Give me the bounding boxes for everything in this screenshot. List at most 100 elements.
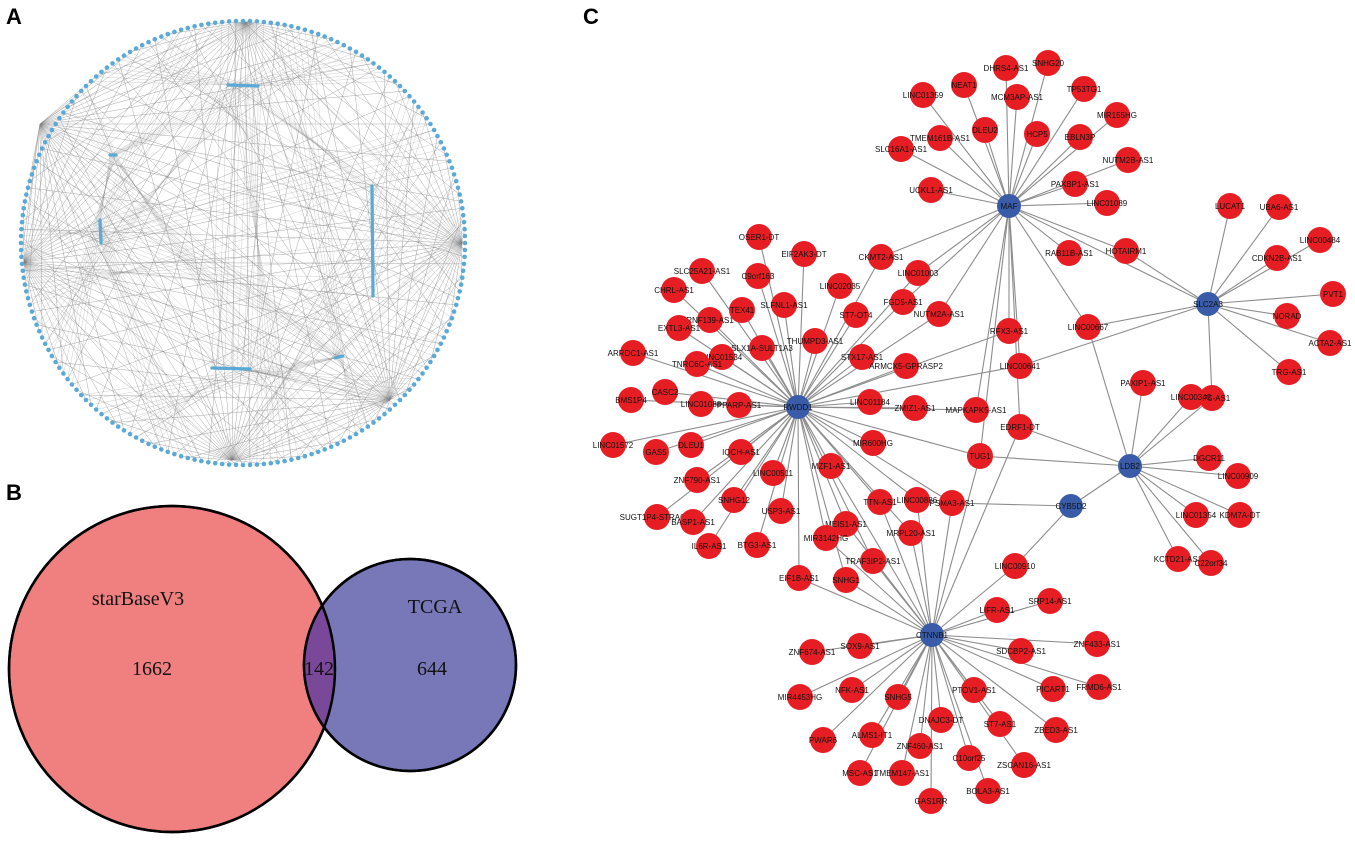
panel-a-ring-node [453,302,459,308]
lncrna-node-circle [1183,502,1209,528]
panel-a-edge-109 [215,277,373,464]
panel-a-edge-394 [231,221,465,461]
edge-snhg1-rwdd1 [797,406,847,581]
panel-a-ring-node [328,37,334,42]
panel-a-ring-node [462,240,468,246]
panel-a-edge-293 [100,22,216,244]
panel-a-ring-node [192,457,197,463]
panel-a-ring-node [152,444,158,450]
panel-a-edge-308 [270,22,391,401]
lncrna-node-mzf1-as1: MZF1-AS1 [812,453,851,479]
panel-a-edge-148 [39,123,92,405]
edge-usp3-as1-rwdd1 [780,406,799,512]
lncrna-node-tnrc6c-as1: TNRC6C-AS1 [672,351,723,377]
panel-a-edge-117 [100,227,188,459]
panel-a-edge-96 [256,242,463,465]
lncrna-node-c22orf34: C22orf34 [1195,550,1228,576]
edge-slc16a1-as1-maf [900,148,1010,207]
panel-a-edge-115 [100,223,195,460]
panel-a-edge-384 [457,187,463,244]
lncrna-node-circle [1196,445,1222,471]
panel-a-ring-node [49,127,55,133]
panel-a-edge-112 [39,123,202,462]
lncrna-node-label: SNHG1 [832,576,860,585]
panel-a-edge-13 [257,85,462,285]
panel-a-edge-41 [100,242,423,374]
edge-ckmt2-as1-rwdd1 [797,256,882,408]
panel-a-ring-node [24,289,29,294]
edge-dleu1-rwdd1 [690,406,799,446]
panel-a-edge-151 [85,356,342,401]
lncrna-node-label: LINC00910 [995,562,1036,571]
panel-a-edge-295 [211,21,223,369]
panel-a-edge-270 [23,45,143,263]
panel-a-ring-node [27,302,33,308]
panel-a-edge-368 [389,136,438,401]
edge-tug1-ctnnb1 [931,455,981,636]
panel-a-edge-28 [39,123,445,338]
panel-a-ring-node [420,371,425,376]
lncrna-node-circle [1043,717,1069,743]
lncrna-node-label: LINC01003 [898,269,939,278]
lncrna-node-msc-as1: MSC-AS1 [842,760,878,786]
panel-a-ring-node [83,397,89,403]
panel-a-ring-node [322,34,328,39]
panel-a-ring-node [121,428,127,433]
panel-a-edge-350 [244,21,401,87]
lncrna-node-label: HOTAIRM1 [1106,247,1147,256]
panel-a-edge-310 [231,23,278,461]
panel-a-edge-226 [39,154,233,461]
panel-a-edge-339 [232,59,368,86]
mrna-hub-circle [920,623,944,647]
lncrna-node-gas5: GAS5 [643,439,669,465]
panel-a-edge-221 [31,174,244,369]
panel-a-edge-374 [244,21,447,155]
edge-mrpl20-as1-ctnnb1 [910,532,933,636]
lncrna-node-rfx3-as1: RFX3-AS1 [990,318,1029,344]
panel-a-edge-279 [167,33,374,297]
edge-linc00910-cyb5d2 [1014,505,1072,567]
panel-a-edge-192 [22,242,463,272]
edge-mir600hg-rwdd1 [797,406,874,444]
panel-a-ring-node [110,61,115,66]
panel-a-ring-node [441,146,447,151]
panel-a-ring-node [61,110,66,115]
panel-a-edge-120 [174,242,463,455]
panel-a-edge-85 [227,84,299,459]
edge-psma3-as1-ctnnb1 [931,502,953,636]
lncrna-node-dleu1: DLEU1 [678,432,704,458]
panel-a-ring-node [268,460,274,466]
lncrna-node-label: DLEU1 [678,441,704,450]
panel-a-edge-312 [284,24,463,244]
panel-a-edge-309 [270,22,336,359]
lncrna-node-label: LINC01359 [903,91,944,100]
edge-oser1-dt-rwdd1 [758,236,799,408]
panel-a-edge-125 [100,242,162,450]
panel-a-edge-138 [23,261,119,427]
lncrna-node-linc00641: LINC00641 [1000,353,1041,379]
edge-dleu2-maf [984,129,1010,207]
lncrna-node-label: RAB11B-AS1 [1045,249,1093,258]
panel-a-ring-node [444,152,450,158]
lncrna-node-label: DHRS4-AS1 [984,64,1029,73]
panel-a-edge-150 [23,261,87,401]
lncrna-node-dgcr11: DGCR11 [1193,445,1225,471]
panel-a-ring-node [424,115,429,121]
lncrna-node-label: PICART1 [1036,685,1070,694]
panel-a-edge-26 [244,21,447,332]
panel-a-edge-44 [389,384,415,401]
panel-a-ring-node [152,37,158,42]
panel-a-ring-node [261,461,267,467]
lncrna-node-rnf139-as1: RNF139-AS1 [686,307,734,333]
panel-a-ring-node [37,152,42,158]
panel-a-ring-node [27,178,33,184]
edge-linc00641-slc2a3 [1019,303,1209,367]
panel-b-letter: B [6,480,22,505]
edge-paxip1-as1-ldb2 [1129,382,1144,467]
edge-dgcr11-ldb2 [1129,457,1210,467]
panel-a-ring-node [447,159,452,164]
lncrna-node-basp1-as1: BASP1-AS1 [671,509,715,535]
lncrna-node-circle [927,125,953,151]
panel-a-ring-node [146,441,151,447]
panel-a-edge-393 [334,215,464,359]
